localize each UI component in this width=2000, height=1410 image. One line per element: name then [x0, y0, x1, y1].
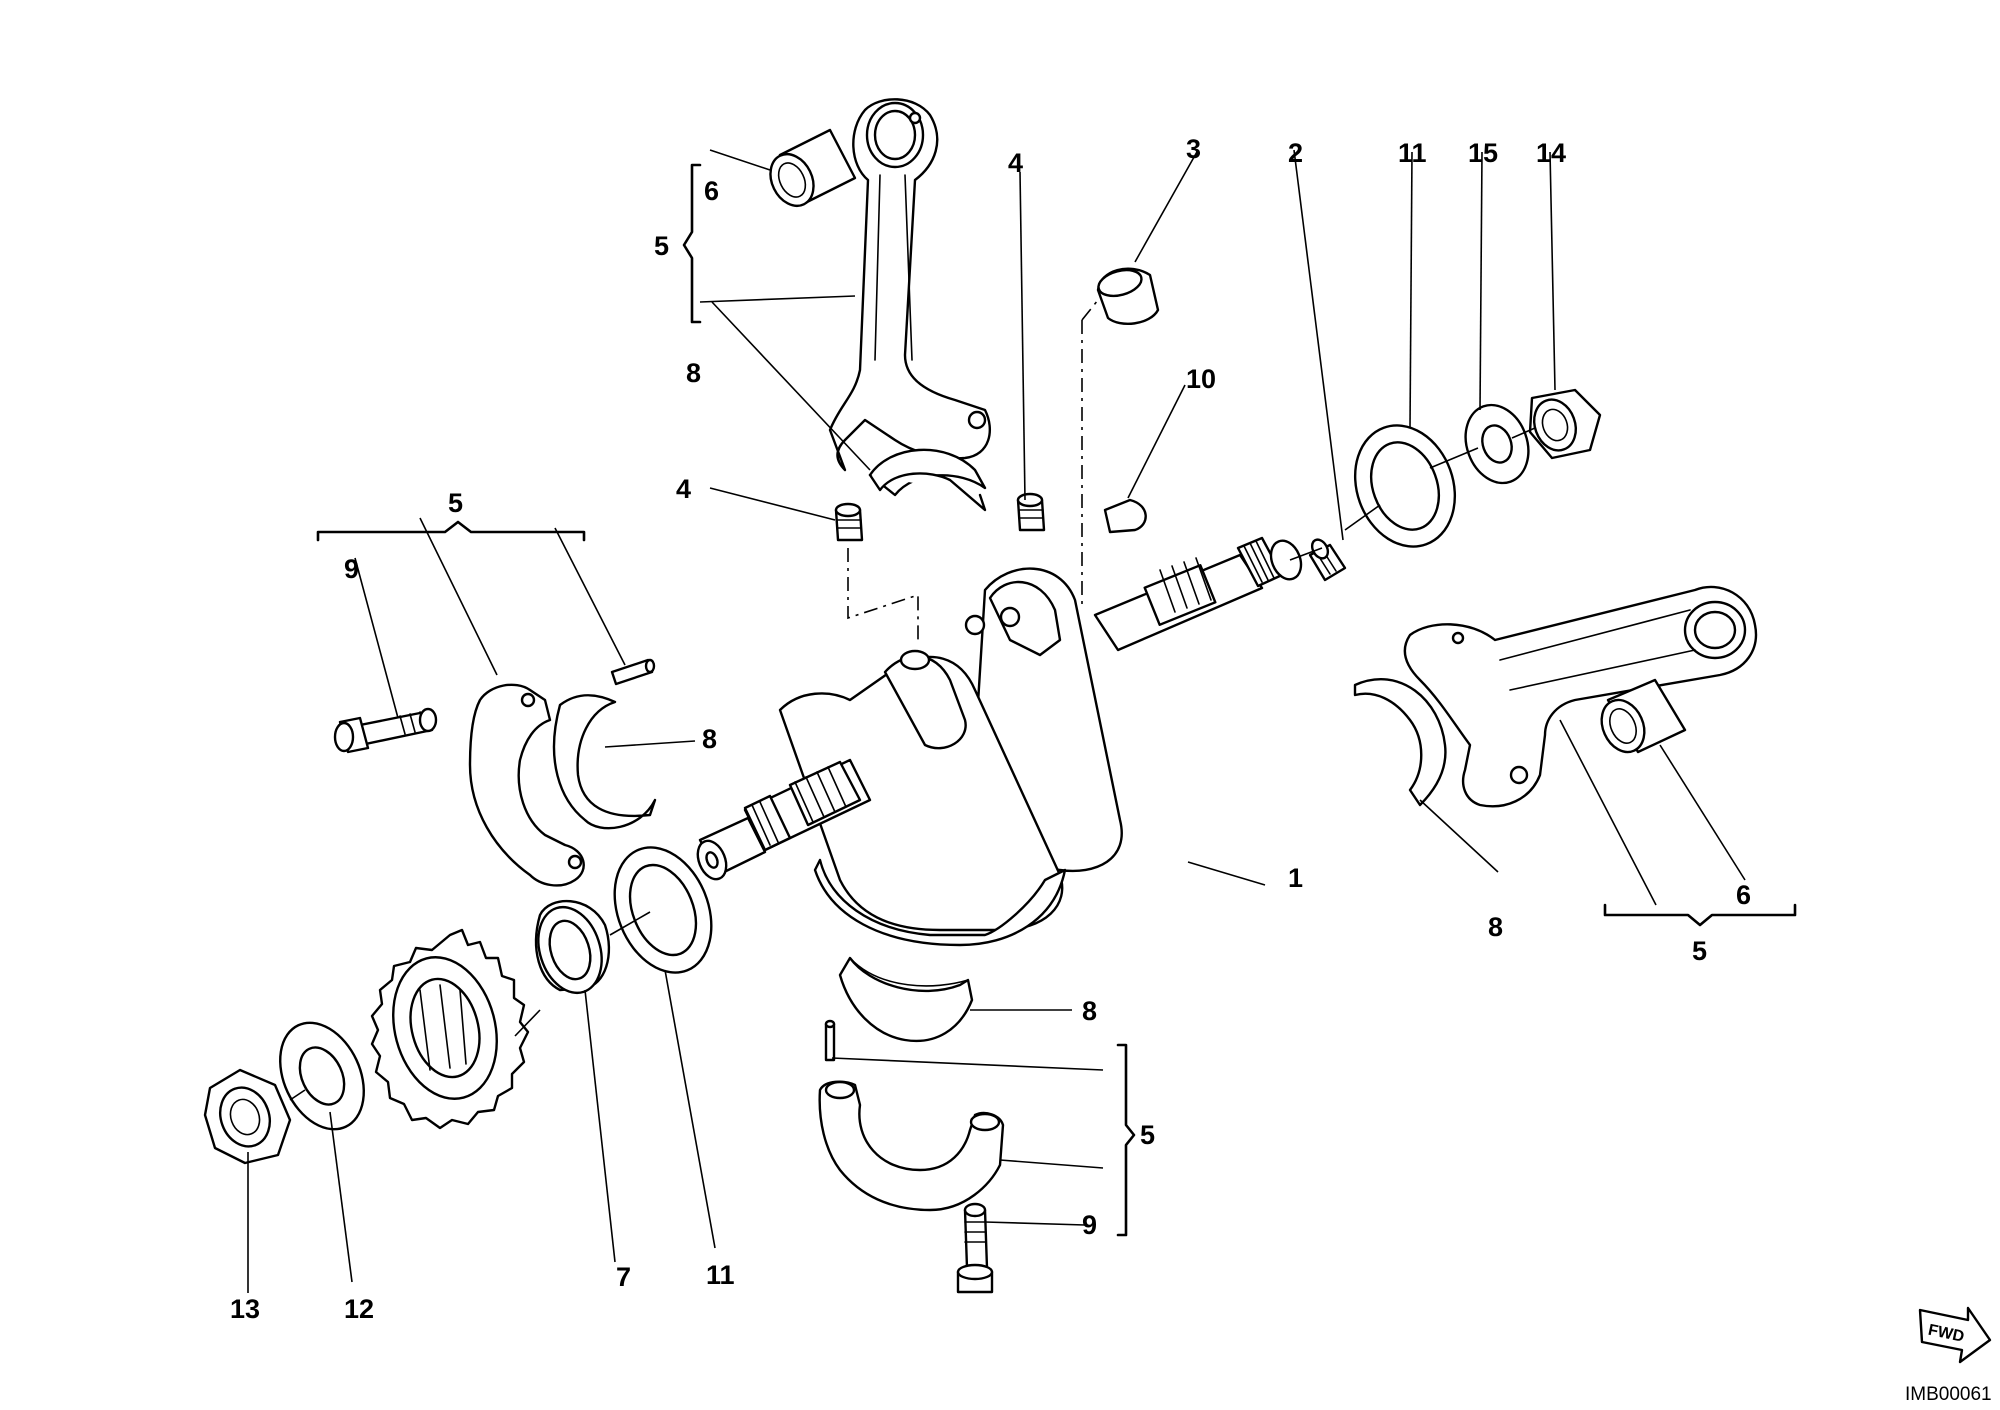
callout-8-bottom: 8 — [1082, 996, 1097, 1026]
callout-5-left: 5 — [448, 488, 463, 518]
bearing-shell-right — [1353, 678, 1447, 807]
callout-6-right: 6 — [1736, 880, 1751, 910]
thrust-washer-right — [1353, 424, 1457, 548]
forward-direction-arrow: FWD — [1918, 1306, 1992, 1364]
thrust-washer-left — [613, 846, 713, 974]
woodruff-key-part — [1103, 498, 1147, 534]
image-code: IMB00061 — [1905, 1384, 1992, 1405]
callout-4-top: 4 — [1008, 148, 1023, 178]
dowel-pin-bottom — [824, 1019, 836, 1062]
callout-7: 7 — [616, 1262, 631, 1292]
dowel-pin-left — [610, 658, 656, 686]
callout-8-top: 8 — [686, 358, 701, 388]
callout-8-right: 8 — [1488, 912, 1503, 942]
leader-lines — [247, 149, 1746, 1293]
callout-5-bottom: 5 — [1140, 1120, 1155, 1150]
bearing-shell-top — [868, 448, 987, 512]
callout-5-right: 5 — [1692, 936, 1707, 966]
bearing-shell-bottom — [838, 956, 974, 1043]
callout-2: 2 — [1288, 138, 1303, 168]
callout-15: 15 — [1468, 138, 1498, 168]
connecting-rod-right — [1403, 585, 1758, 808]
callout-13: 13 — [230, 1294, 260, 1324]
assembly-lines — [289, 299, 1536, 1101]
callout-10: 10 — [1186, 364, 1216, 394]
brace-top-left — [682, 163, 702, 324]
washer-12 — [279, 1021, 365, 1131]
callout-14: 14 — [1536, 138, 1566, 168]
rod-cap-bottom — [818, 1080, 1005, 1212]
callout-5-top: 5 — [654, 231, 669, 261]
callout-11-bottom: 11 — [706, 1260, 735, 1290]
callout-4-left: 4 — [676, 474, 691, 504]
brace-left — [316, 520, 586, 542]
crankshaft-part — [696, 536, 1303, 947]
callout-1: 1 — [1288, 863, 1303, 893]
washer-15 — [1464, 403, 1530, 485]
grub-screw-right — [1308, 538, 1347, 582]
callout-11-top: 11 — [1398, 138, 1427, 168]
spacer-bush — [534, 900, 611, 995]
grub-screw-center — [1016, 492, 1046, 532]
plug-part — [1096, 267, 1160, 326]
brace-right — [1603, 903, 1797, 927]
callout-6-top: 6 — [704, 176, 719, 206]
timing-gear — [370, 928, 530, 1130]
bearing-shell-left — [552, 694, 657, 830]
callout-9-left: 9 — [344, 554, 359, 584]
rod-cap-left — [468, 683, 585, 887]
brace-bottom — [1116, 1043, 1136, 1237]
callout-8-left: 8 — [702, 724, 717, 754]
rod-bolt-bottom — [956, 1202, 994, 1294]
rod-bolt-left — [333, 707, 438, 754]
callouts: 1 2 3 4 4 5 5 5 5 6 6 7 8 8 8 8 9 9 10 1… — [230, 134, 1751, 1324]
grub-screw-left — [834, 502, 864, 542]
callout-12: 12 — [344, 1294, 374, 1324]
connecting-rod-top — [828, 98, 992, 472]
small-end-bushing-right — [1600, 678, 1687, 754]
callout-3: 3 — [1186, 134, 1201, 164]
nut-14 — [1528, 388, 1602, 460]
small-end-bushing-top — [769, 128, 857, 208]
nut-13 — [203, 1068, 292, 1165]
callout-9-bottom: 9 — [1082, 1210, 1097, 1240]
braces — [316, 163, 1797, 1237]
